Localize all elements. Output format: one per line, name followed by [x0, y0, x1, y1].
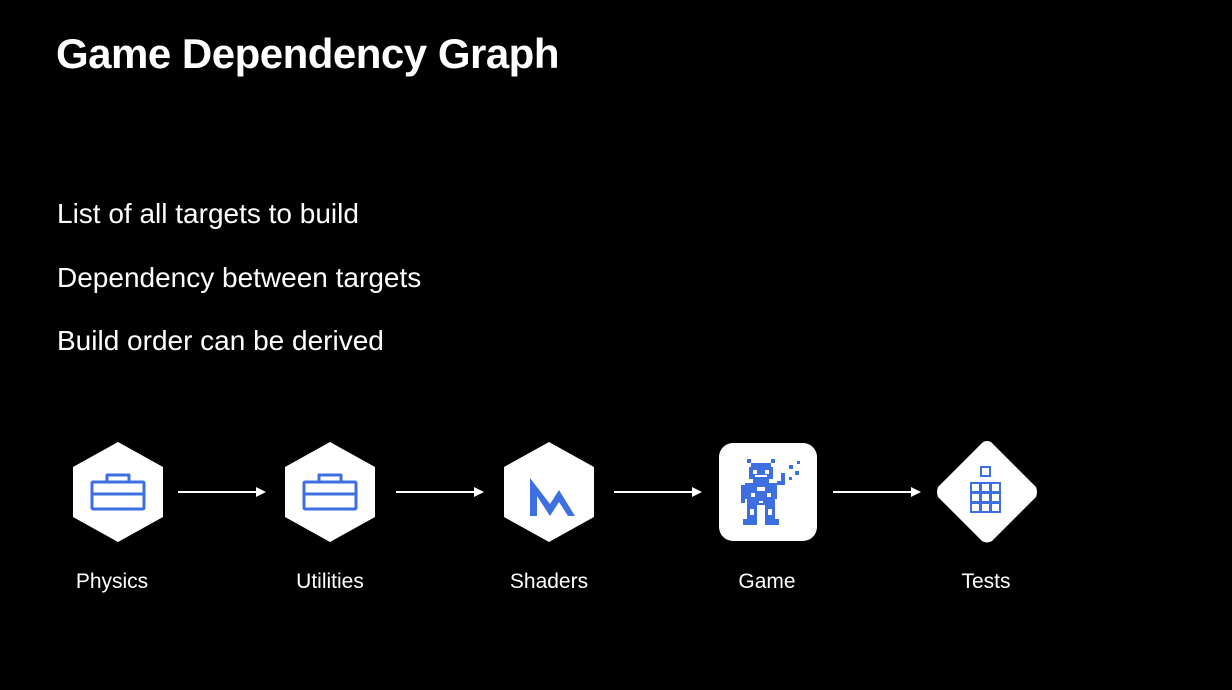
node-label-shaders: Shaders [509, 570, 589, 593]
node-physics [71, 440, 165, 544]
node-utilities [283, 440, 377, 544]
test-grid-icon [937, 441, 1037, 543]
dependency-arrow [396, 487, 484, 497]
bullet-list: List of all targets to build Dependency … [57, 196, 421, 387]
slide-title: Game Dependency Graph [56, 30, 560, 77]
dependency-arrow [614, 487, 702, 497]
bullet-item: Build order can be derived [57, 325, 384, 356]
node-label-game: Game [738, 570, 796, 593]
metal-m-icon [504, 442, 594, 542]
node-game [719, 443, 817, 541]
dependency-arrow [833, 487, 921, 497]
node-tests [933, 438, 1041, 546]
node-label-physics: Physics [75, 570, 149, 593]
dependency-graph: Physics Utilities Shaders [0, 430, 1232, 610]
pixel-character-icon [719, 443, 817, 541]
bullet-item: List of all targets to build [57, 198, 359, 229]
bullet-item: Dependency between targets [57, 261, 422, 293]
node-label-utilities: Utilities [296, 570, 364, 593]
node-label-tests: Tests [961, 570, 1011, 593]
toolbox-icon [285, 442, 375, 542]
dependency-arrow [178, 487, 266, 497]
node-shaders [502, 440, 596, 544]
toolbox-icon [73, 442, 163, 542]
